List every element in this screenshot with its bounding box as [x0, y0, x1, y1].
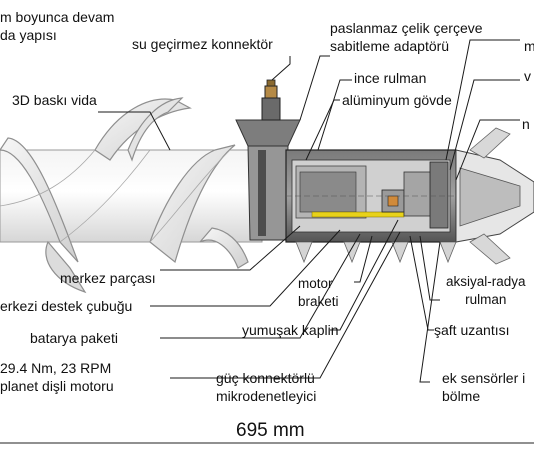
- label-axial-radial-line1: aksiyal-radya: [446, 274, 526, 289]
- label-frame-adapter-line2: sabitleme adaptörü: [330, 38, 450, 54]
- thin-bearing-part: [429, 161, 449, 229]
- waterproof-connector-part: [261, 79, 281, 121]
- label-battery-pack: batarya paketi: [30, 330, 118, 346]
- label-aluminum-body: alüminyum gövde: [342, 92, 452, 108]
- label-motor-spec-line2: planet dişli motoru: [0, 378, 114, 394]
- aluminum-body-part: [285, 149, 457, 243]
- label-waterproof-connector: su geçirmez konnektör: [132, 36, 273, 52]
- label-thread-continuation-line1: m boyunca devam: [0, 9, 115, 25]
- label-microcontroller-line1: güç konnektörlü: [216, 370, 315, 386]
- thread-edges: [0, 149, 231, 243]
- label-sensor-bay-line2: bölme: [442, 388, 481, 404]
- label-support-rod: erkezi destek çubuğu: [0, 298, 133, 314]
- label-frame-adapter: paslanmaz çelik çerçeve sabitleme adaptö…: [330, 20, 483, 54]
- label-shaft-extension: şaft uzantısı: [434, 322, 510, 338]
- label-motor-spec-line1: 29.4 Nm, 23 RPM: [0, 360, 112, 376]
- label-sensor-bay-line1: ek sensörler i: [442, 370, 526, 386]
- label-microcontroller: güç konnektörlü mikrodenetleyici: [216, 370, 316, 404]
- label-motor-spec: 29.4 Nm, 23 RPM planet dişli motoru: [0, 360, 114, 394]
- label-center-piece: merkez parçası: [60, 270, 156, 286]
- shaft-extension-part: [311, 211, 405, 218]
- label-right-v-cut: v: [524, 68, 531, 84]
- label-motor-bracket-line1: motor: [298, 276, 333, 291]
- label-axial-radial-bearing: aksiyal-radya rulman: [446, 274, 526, 308]
- label-motor-bracket-line2: braketi: [298, 294, 339, 309]
- label-right-top-cut: m: [524, 38, 534, 54]
- label-thin-bearing: ince rulman: [354, 70, 427, 86]
- screw-core: [0, 149, 263, 243]
- coupling-part: [387, 195, 399, 207]
- label-motor-bracket: motor braketi: [298, 276, 339, 310]
- label-3d-screw: 3D baskı vida: [12, 92, 97, 108]
- label-microcontroller-line2: mikrodenetleyici: [216, 388, 317, 404]
- label-thread-continuation-line2: da yapısı: [0, 27, 57, 43]
- dimension-label: 695 mm: [232, 420, 309, 442]
- sensor-bay-part: [455, 127, 534, 265]
- label-axial-radial-line2: rulman: [465, 292, 507, 307]
- label-frame-adapter-line1: paslanmaz çelik çerçeve: [330, 20, 483, 36]
- label-soft-coupling: yumuşak kaplin: [242, 322, 339, 338]
- helical-blades: [0, 97, 249, 294]
- label-right-n-cut: n: [522, 116, 530, 132]
- body-fins: [295, 241, 457, 264]
- label-sensor-bay: ek sensörler i bölme: [442, 370, 525, 404]
- leader-lines: [98, 39, 520, 383]
- label-thread-continuation: m boyunca devam da yapısı: [0, 9, 114, 43]
